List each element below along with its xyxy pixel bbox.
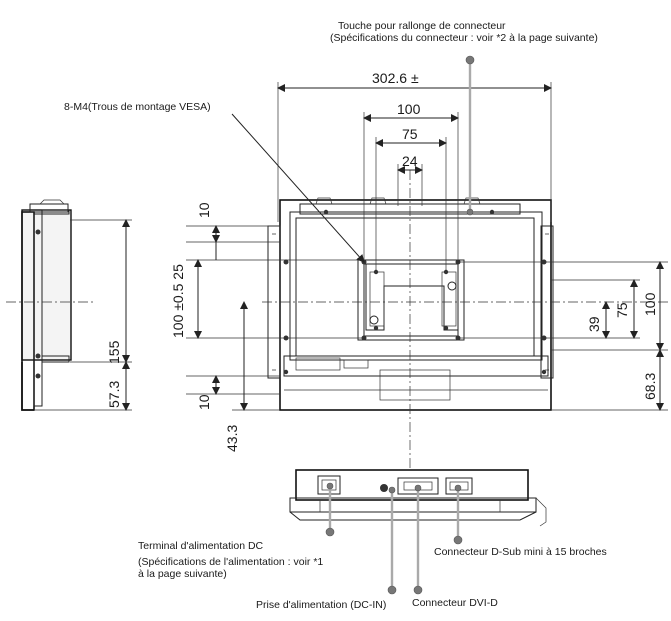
vesa-holes [283, 209, 547, 375]
connector-key-line1: Touche pour rallonge de connecteur [338, 20, 506, 32]
dim-width-total: 302.6 ± [372, 70, 419, 86]
dim-100-left: 100 ±0.5 25 [170, 264, 186, 338]
callout-leaders [231, 55, 475, 595]
dim-75-right: 75 [614, 302, 630, 318]
dim-tolerance-mark: ± [410, 70, 419, 86]
dim-75: 75 [402, 126, 418, 142]
dim-10-bottom: 10 [196, 394, 212, 410]
front-view [262, 170, 668, 470]
dsub-label: Connecteur D-Sub mini à 15 broches [434, 546, 607, 558]
dim-100: 100 [397, 101, 421, 117]
bottom-view [289, 469, 547, 527]
dim-43-3: 43.3 [224, 424, 240, 452]
dim-155: 155 [106, 340, 122, 364]
dim-10-top: 10 [196, 202, 212, 218]
dc-terminal-line3: à la page suivante) [138, 568, 227, 581]
dim-39: 39 [586, 316, 602, 332]
dc-terminal-line2: (Spécifications de l'alimentation : voir… [138, 556, 324, 569]
side-view [6, 199, 132, 411]
dvi-label: Connecteur DVI-D [412, 597, 498, 609]
dc-in-label: Prise d'alimentation (DC-IN) [256, 599, 387, 611]
connector-key-label: Touche pour rallonge de connecteur (Spéc… [330, 20, 598, 44]
dim-24: 24 [402, 153, 418, 169]
dim-100-right: 100 [642, 292, 658, 316]
dim-57-3: 57.3 [106, 380, 122, 408]
dim-width-total-value: 302.6 [372, 70, 408, 86]
connector-key-line2: (Spécifications du connecteur : voir *2 … [330, 32, 598, 45]
front-dimensions [186, 82, 668, 411]
dim-68-3: 68.3 [642, 372, 658, 400]
dc-terminal-label: Terminal d'alimentation DC (Spécificatio… [138, 540, 323, 580]
dc-terminal-line1: Terminal d'alimentation DC [138, 540, 264, 552]
vesa-label: 8-M4(Trous de montage VESA) [64, 101, 211, 113]
